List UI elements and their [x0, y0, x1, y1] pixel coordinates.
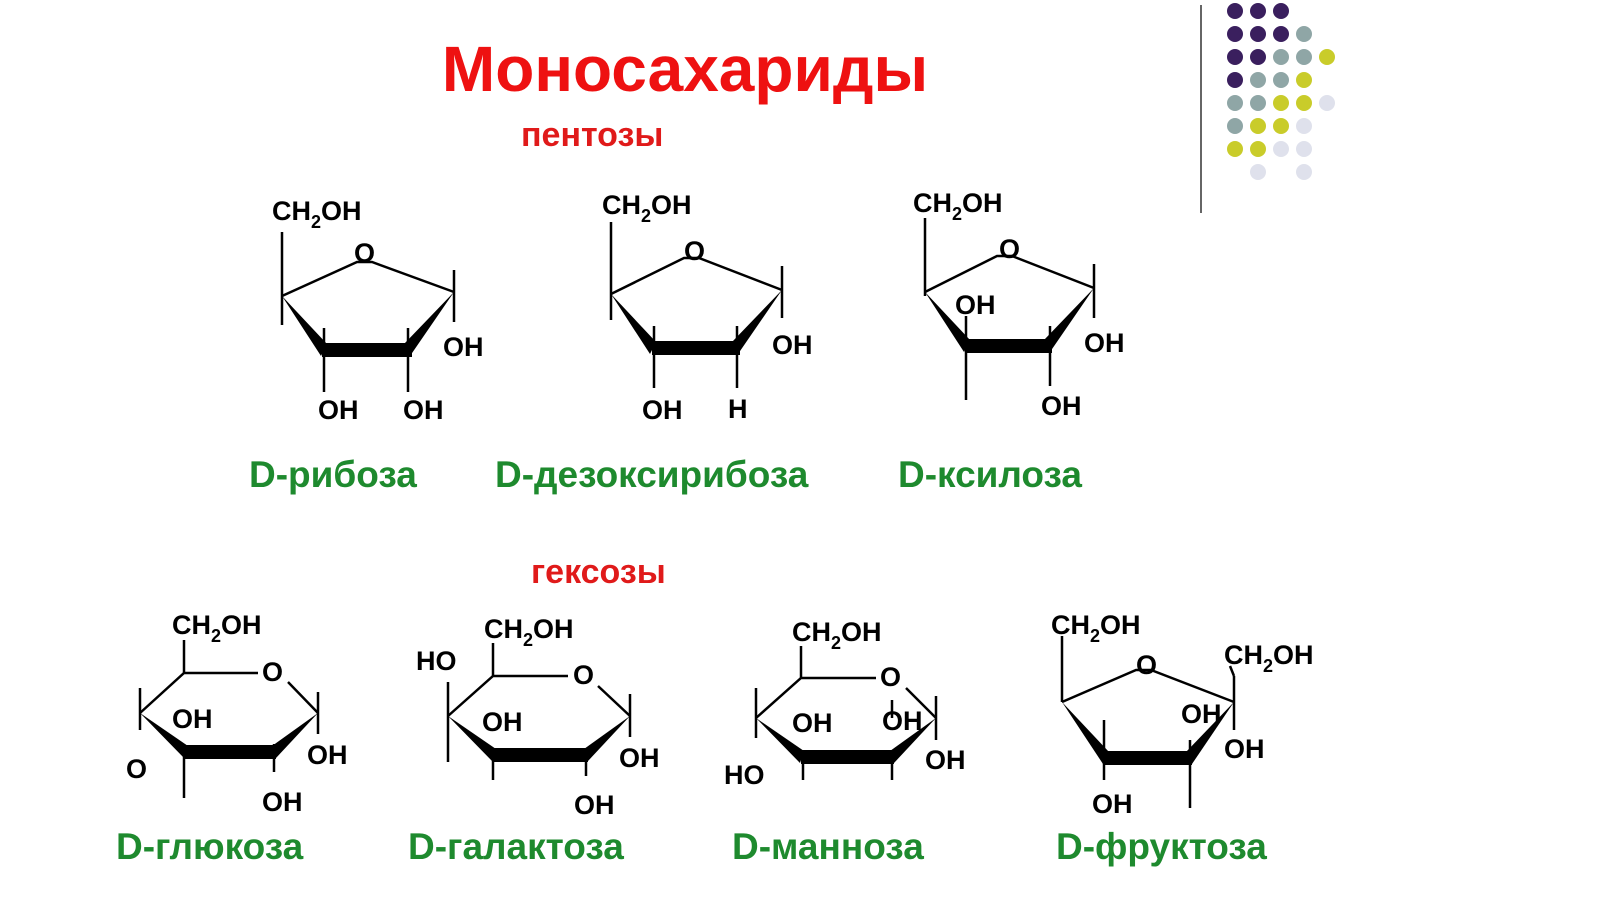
svg-text:CH2OH: CH2OH: [1224, 640, 1314, 676]
structure-galactose: CH2OH HO O OH OH OH: [416, 614, 660, 820]
atom-subscript: 2: [1263, 656, 1273, 676]
atom-oh: OH: [574, 790, 615, 820]
atom-subscript: 2: [211, 626, 221, 646]
name-ribose: D-рибоза: [249, 454, 417, 495]
atom-ch2: CH: [1224, 640, 1263, 670]
atom-oh: OH: [443, 332, 484, 362]
atom-oh: OH: [262, 787, 303, 817]
atom-oh: OH: [955, 290, 996, 320]
svg-text:CH2OH: CH2OH: [272, 196, 362, 232]
atom-oh: OH: [1084, 328, 1125, 358]
atom-ring-o: O: [880, 662, 901, 692]
atom-subscript: 2: [1090, 626, 1100, 646]
atom-oh: OH: [533, 614, 574, 644]
atom-ring-o: O: [573, 660, 594, 690]
atom-oh: OH: [1224, 734, 1265, 764]
atom-ch2: CH: [272, 196, 311, 226]
atom-ring-o: O: [354, 238, 375, 268]
atom-ho: HO: [724, 760, 765, 790]
atom-h: H: [728, 394, 748, 424]
atom-oh: OH: [172, 704, 213, 734]
section-hexoses: гексозы: [531, 553, 666, 591]
name-deoxyribose: D-дезоксирибоза: [495, 454, 809, 495]
svg-text:CH2OH: CH2OH: [792, 617, 882, 653]
atom-ring-o: O: [1136, 650, 1157, 680]
atom-oh: OH: [841, 617, 882, 647]
slide-title: Моносахариды: [441, 33, 929, 105]
svg-text:CH2OH: CH2OH: [602, 190, 692, 226]
atom-ch2: CH: [792, 617, 831, 647]
structure-mannose: CH2OH O OH OH HO OH: [724, 617, 966, 790]
atom-oh: OH: [772, 330, 813, 360]
structure-deoxyribose: CH2OH O OH OH H: [602, 190, 813, 425]
atom-o: O: [126, 754, 147, 784]
atom-oh: OH: [221, 610, 262, 640]
atom-oh: OH: [1100, 610, 1141, 640]
atom-ch2: CH: [172, 610, 211, 640]
atom-subscript: 2: [311, 212, 321, 232]
structure-fructose: CH2OH CH2OH O OH OH OH: [1051, 610, 1314, 819]
atom-oh: OH: [307, 740, 348, 770]
svg-text:CH2OH: CH2OH: [172, 610, 262, 646]
atom-ring-o: O: [684, 236, 705, 266]
atom-oh: OH: [318, 395, 359, 425]
atom-subscript: 2: [952, 204, 962, 224]
decor-divider-line: [1200, 5, 1202, 213]
atom-oh: OH: [882, 706, 923, 736]
atom-ch2: CH: [913, 188, 952, 218]
atom-ch2: CH: [484, 614, 523, 644]
section-pentoses: пентозы: [521, 116, 664, 154]
atom-ch2: CH: [1051, 610, 1090, 640]
atom-oh: OH: [321, 196, 362, 226]
atom-oh: OH: [1273, 640, 1314, 670]
atom-oh: OH: [1181, 699, 1222, 729]
atom-oh: OH: [642, 395, 683, 425]
atom-oh: OH: [925, 745, 966, 775]
atom-ho: HO: [416, 646, 457, 676]
structure-glucose: CH2OH O OH OH O OH: [126, 610, 348, 817]
atom-subscript: 2: [523, 630, 533, 650]
atom-oh: OH: [403, 395, 444, 425]
atom-oh: OH: [482, 707, 523, 737]
name-mannose: D-манноза: [732, 826, 924, 867]
atom-ring-o: O: [999, 234, 1020, 264]
name-fructose: D-фруктоза: [1056, 826, 1267, 867]
decor-dot-grid: [1227, 3, 1335, 180]
atom-oh: OH: [619, 743, 660, 773]
atom-oh: OH: [1092, 789, 1133, 819]
svg-text:CH2OH: CH2OH: [913, 188, 1003, 224]
atom-oh: OH: [1041, 391, 1082, 421]
atom-ring-o: O: [262, 657, 283, 687]
atom-subscript: 2: [641, 206, 651, 226]
svg-text:CH2OH: CH2OH: [1051, 610, 1141, 646]
name-xylose: D-ксилоза: [898, 454, 1083, 495]
structure-ribose: CH2OH O OH OH OH: [272, 196, 484, 425]
atom-subscript: 2: [831, 633, 841, 653]
name-galactose: D-галактоза: [408, 826, 624, 867]
atom-oh: OH: [792, 708, 833, 738]
atom-oh: OH: [962, 188, 1003, 218]
name-glucose: D-глюкоза: [116, 826, 304, 867]
atom-oh: OH: [651, 190, 692, 220]
svg-text:CH2OH: CH2OH: [484, 614, 574, 650]
atom-ch2: CH: [602, 190, 641, 220]
structure-xylose: CH2OH O OH OH OH: [913, 188, 1125, 421]
